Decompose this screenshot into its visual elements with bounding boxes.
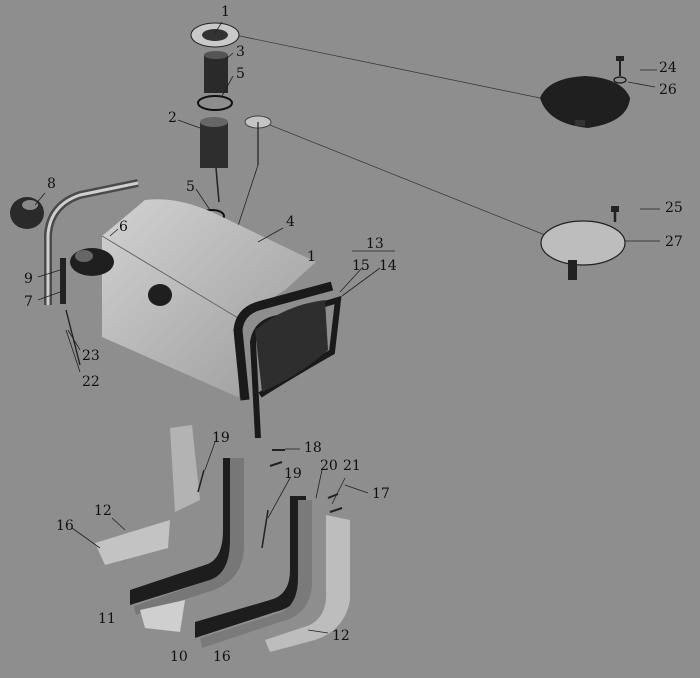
callout-19-right: 19 [284,466,302,482]
callout-24: 24 [659,60,677,76]
callout-13: 13 [366,236,384,252]
callout-11: 11 [98,611,116,627]
filler-screen-part [190,22,240,48]
support-bracket-left [95,425,244,632]
callout-3: 3 [236,44,245,60]
filler-cap-part [10,197,44,229]
connector-line-cap [234,34,541,99]
seal-ring-upper [197,95,233,111]
callout-14: 14 [379,258,397,274]
callout-5-upper: 5 [236,66,245,82]
callout-12-left: 12 [94,503,112,519]
callout-16-left: 16 [56,518,74,534]
callout-8: 8 [47,176,56,192]
connector-line-sender [264,122,546,236]
callout-17: 17 [372,486,390,502]
callout-16-bottom: 16 [213,649,231,665]
filler-pipe-part [204,51,228,93]
callout-5-lower: 5 [186,179,195,195]
callout-21: 21 [343,458,361,474]
callout-1a: 1 [221,4,230,20]
tank-strap-right [233,281,342,439]
callout-6: 6 [119,219,128,235]
callout-9: 9 [24,271,33,287]
tank-cap-assembly [540,56,630,128]
callout-12-right: 12 [332,628,350,644]
level-sender-disk [540,206,626,280]
callout-15: 15 [352,258,370,274]
callout-20: 20 [320,458,338,474]
callout-1b: 1 [307,249,316,265]
filler-neck-part [200,117,228,203]
callout-7: 7 [24,294,33,310]
sender-unit-small [234,115,272,236]
callout-22: 22 [82,374,100,390]
support-bracket-right [195,496,350,652]
callout-4: 4 [286,214,295,230]
callout-25: 25 [665,200,683,216]
callout-19-left: 19 [212,430,230,446]
tank-strap-left [44,179,139,366]
leader-lines [34,21,660,634]
callout-27: 27 [665,234,683,250]
callout-26: 26 [659,82,677,98]
callout-23: 23 [82,348,100,364]
callout-10: 10 [170,649,188,665]
callout-2: 2 [168,110,177,126]
callout-18: 18 [304,440,322,456]
